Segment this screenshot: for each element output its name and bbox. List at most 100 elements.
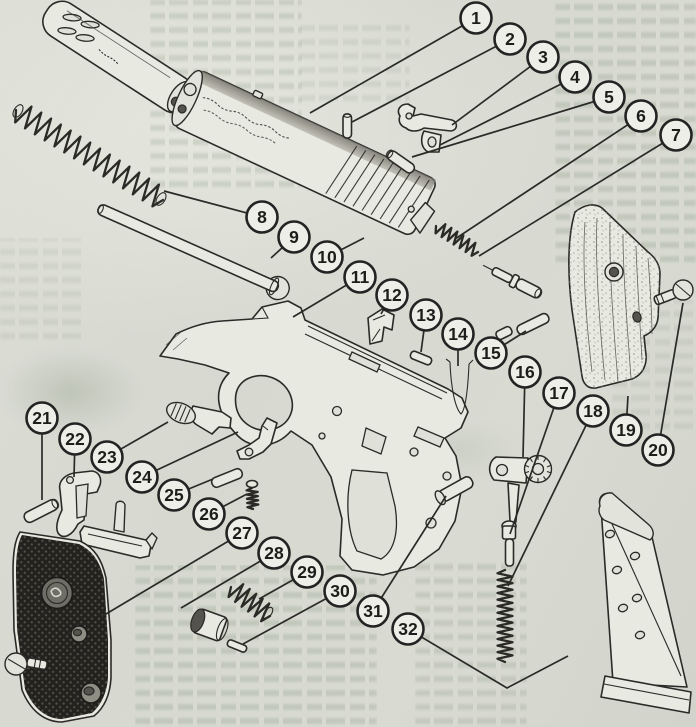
callout-number-23: 23 bbox=[97, 447, 117, 467]
leader-line-20 bbox=[657, 302, 684, 451]
sear-part bbox=[236, 417, 278, 460]
callout-number-17: 17 bbox=[549, 383, 568, 403]
callout-circle-1 bbox=[459, 1, 493, 35]
recoil-spring-part bbox=[12, 104, 167, 208]
callout-circle-18 bbox=[576, 394, 610, 428]
callout-19: 19 bbox=[609, 413, 643, 447]
callout-circle-31 bbox=[356, 594, 390, 628]
callout-31: 31 bbox=[356, 594, 390, 628]
callout-circle-22 bbox=[58, 422, 92, 456]
callout-12: 12 bbox=[375, 278, 409, 312]
left-grip-part bbox=[12, 531, 112, 723]
callout-30: 30 bbox=[323, 574, 357, 608]
callout-number-31: 31 bbox=[363, 601, 383, 621]
callout-circle-4 bbox=[558, 60, 592, 94]
callout-circle-20 bbox=[641, 433, 675, 467]
callout-number-1: 1 bbox=[471, 8, 481, 28]
callout-7: 7 bbox=[659, 118, 693, 152]
magazine-part bbox=[598, 492, 692, 714]
callout-number-22: 22 bbox=[65, 429, 85, 449]
leader-line-24 bbox=[141, 431, 239, 478]
callout-27: 27 bbox=[225, 516, 259, 550]
callout-32: 32 bbox=[391, 612, 425, 646]
callout-number-4: 4 bbox=[570, 67, 580, 87]
callout-number-20: 20 bbox=[648, 440, 668, 460]
extractor-part bbox=[397, 103, 458, 132]
leader-line-28 bbox=[180, 552, 275, 609]
callout-circle-15 bbox=[474, 336, 508, 370]
callout-number-24: 24 bbox=[132, 467, 152, 487]
callout-number-14: 14 bbox=[448, 324, 468, 344]
callout-number-9: 9 bbox=[289, 227, 299, 247]
safety-lever-part bbox=[166, 401, 232, 435]
callout-circle-23 bbox=[90, 440, 124, 474]
left-grip-screw-part bbox=[4, 652, 48, 676]
callout-number-25: 25 bbox=[164, 485, 184, 505]
callout-circle-2 bbox=[493, 22, 527, 56]
spring-cup-part bbox=[190, 608, 229, 642]
retainer-pin-part bbox=[226, 639, 248, 653]
callout-circle-26 bbox=[192, 497, 226, 531]
callout-circle-11 bbox=[343, 260, 377, 294]
leader-line-27 bbox=[100, 532, 243, 618]
leader-line-1 bbox=[309, 17, 477, 114]
callout-circle-24 bbox=[125, 460, 159, 494]
frame-part bbox=[159, 300, 469, 576]
callout-25: 25 bbox=[157, 478, 191, 512]
callout-8: 8 bbox=[245, 200, 279, 234]
leader-line-2 bbox=[351, 38, 511, 123]
callout-circle-10 bbox=[310, 240, 344, 274]
callout-circle-3 bbox=[526, 40, 560, 74]
leader-line-18 bbox=[507, 410, 594, 587]
hammer-spring-part bbox=[227, 583, 274, 623]
callout-number-10: 10 bbox=[317, 247, 337, 267]
callout-number-5: 5 bbox=[604, 87, 614, 107]
callout-14: 14 bbox=[441, 317, 475, 351]
callout-number-12: 12 bbox=[382, 285, 402, 305]
leader-line-6 bbox=[454, 115, 642, 240]
rear-sight-part bbox=[367, 308, 395, 345]
callout-number-3: 3 bbox=[538, 47, 548, 67]
sear-pin-part bbox=[210, 467, 244, 489]
callout-number-2: 2 bbox=[505, 29, 515, 49]
leader-line-3 bbox=[451, 56, 544, 126]
callout-number-30: 30 bbox=[330, 581, 350, 601]
leader-line-30 bbox=[242, 590, 341, 645]
callout-circle-27 bbox=[225, 516, 259, 550]
callout-number-11: 11 bbox=[351, 267, 370, 287]
leader-line-7 bbox=[478, 134, 677, 257]
callout-circle-21 bbox=[25, 401, 59, 435]
callout-circle-30 bbox=[323, 574, 357, 608]
leader-line-17 bbox=[509, 392, 560, 535]
callout-circle-9 bbox=[277, 220, 311, 254]
callout-22: 22 bbox=[58, 422, 92, 456]
guide-rod-part bbox=[97, 204, 290, 301]
firing-pin-part bbox=[482, 264, 543, 299]
callout-28: 28 bbox=[257, 536, 291, 570]
callout-circle-5 bbox=[592, 80, 626, 114]
callout-number-7: 7 bbox=[671, 125, 681, 145]
callout-number-15: 15 bbox=[481, 343, 501, 363]
callout-number-6: 6 bbox=[636, 106, 646, 126]
slide-part bbox=[171, 69, 436, 236]
callout-number-28: 28 bbox=[264, 543, 284, 563]
callout-9: 9 bbox=[277, 220, 311, 254]
callout-circle-17 bbox=[542, 376, 576, 410]
callout-layer: 1234567891011121314151617181920212223242… bbox=[25, 1, 693, 646]
leader-line-32 bbox=[407, 628, 569, 689]
callout-number-19: 19 bbox=[616, 420, 636, 440]
callout-21: 21 bbox=[25, 401, 59, 435]
callout-16: 16 bbox=[508, 355, 542, 389]
callout-circle-14 bbox=[441, 317, 475, 351]
extractor-hole bbox=[405, 112, 413, 120]
callout-number-13: 13 bbox=[416, 305, 436, 325]
detent-plunger-part bbox=[501, 520, 517, 567]
callout-number-26: 26 bbox=[199, 504, 219, 524]
safety-catch-part bbox=[488, 454, 553, 527]
callout-circle-25 bbox=[157, 478, 191, 512]
callout-23: 23 bbox=[90, 440, 124, 474]
callout-circle-16 bbox=[508, 355, 542, 389]
leader-line-8 bbox=[163, 190, 263, 218]
